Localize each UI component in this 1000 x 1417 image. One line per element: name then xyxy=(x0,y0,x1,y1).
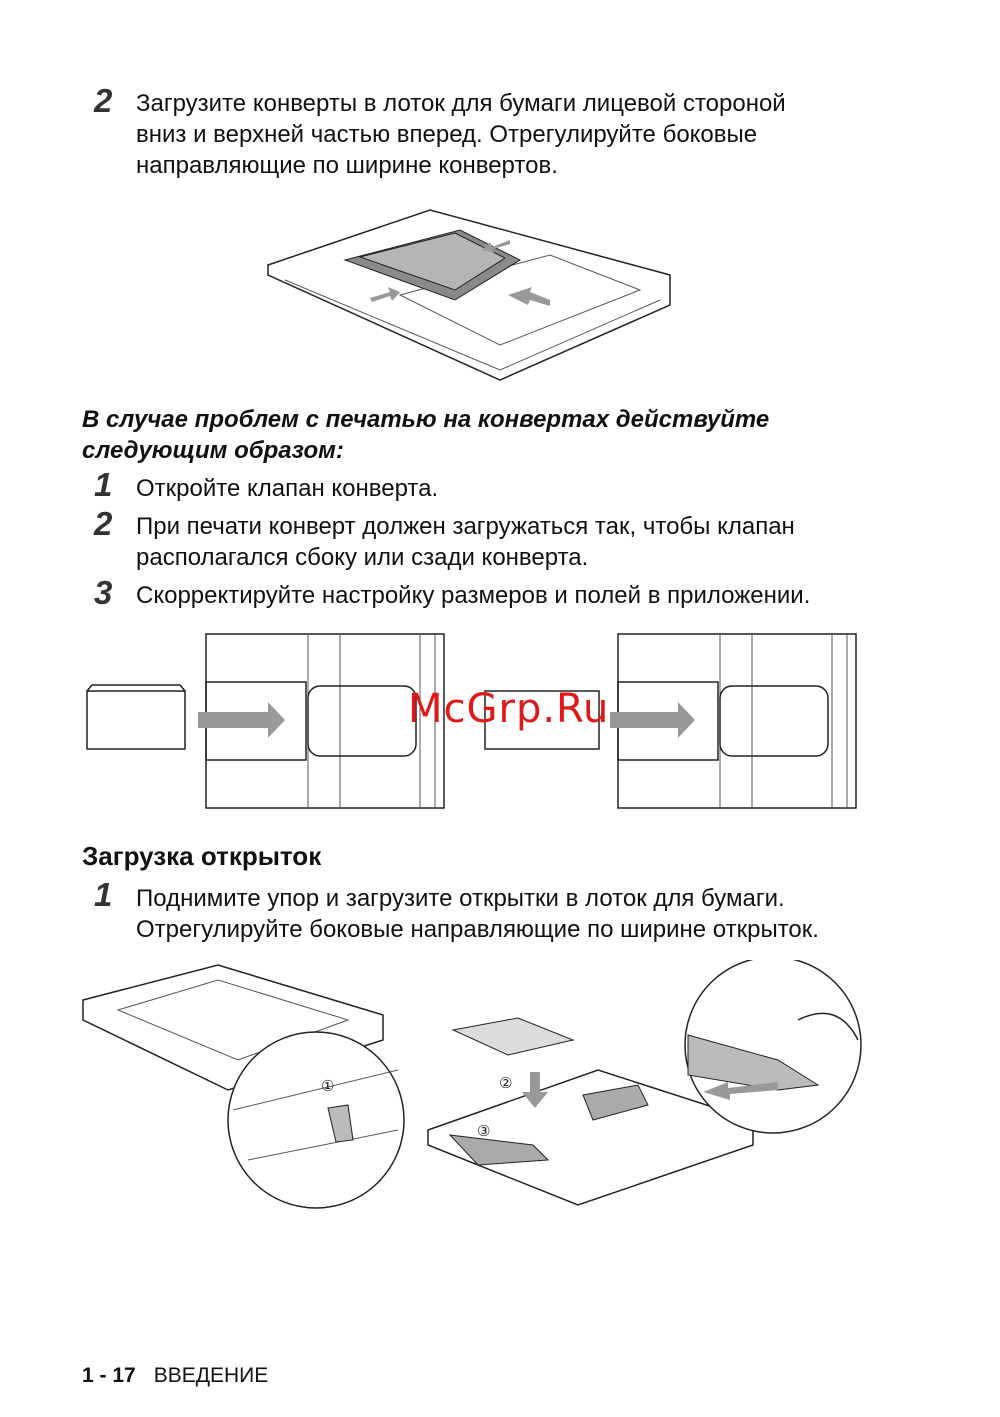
step-number: 3 xyxy=(94,574,113,611)
step-text-line: При печати конверт должен загружаться та… xyxy=(136,513,795,540)
section-heading: следующим образом: xyxy=(82,437,344,464)
watermark: McGrp.Ru xyxy=(408,686,610,732)
callout-2: ② xyxy=(499,1074,512,1092)
step-number: 1 xyxy=(94,876,113,913)
section-heading: В случае проблем с печатью на конвертах … xyxy=(82,406,770,433)
step-text-line: Поднимите упор и загрузите открытки в ло… xyxy=(136,885,785,912)
page-footer: 1 - 17 ВВЕДЕНИЕ xyxy=(82,1364,268,1388)
step-text-line: направляющие по ширине конвертов. xyxy=(136,152,558,179)
step-number: 2 xyxy=(94,505,113,542)
section-heading: Загрузка открыток xyxy=(82,841,322,871)
envelope-orientation-illustration xyxy=(86,633,857,809)
step-text-line: располагался сбоку или сзади конверта. xyxy=(136,544,589,571)
page-number: 1 - 17 xyxy=(82,1364,136,1387)
step-text-line: вниз и верхней частью вперед. Отрегулиру… xyxy=(136,121,758,148)
envelope-tray-illustration xyxy=(267,209,671,381)
step-text-line: Откройте клапан конверта. xyxy=(136,475,439,502)
callout-1: ① xyxy=(321,1077,334,1095)
step-number: 1 xyxy=(94,466,113,503)
step-text-line: Загрузите конверты в лоток для бумаги ли… xyxy=(136,90,786,117)
postcard-tray-illustration: ① ② ③ xyxy=(82,960,862,1209)
step-text-line: Скорректируйте настройку размеров и поле… xyxy=(136,582,811,609)
step-text-line: Отрегулируйте боковые направляющие по ши… xyxy=(136,916,819,943)
section-name: ВВЕДЕНИЕ xyxy=(153,1364,269,1387)
step-number: 2 xyxy=(94,82,113,119)
callout-3: ③ xyxy=(477,1122,490,1140)
